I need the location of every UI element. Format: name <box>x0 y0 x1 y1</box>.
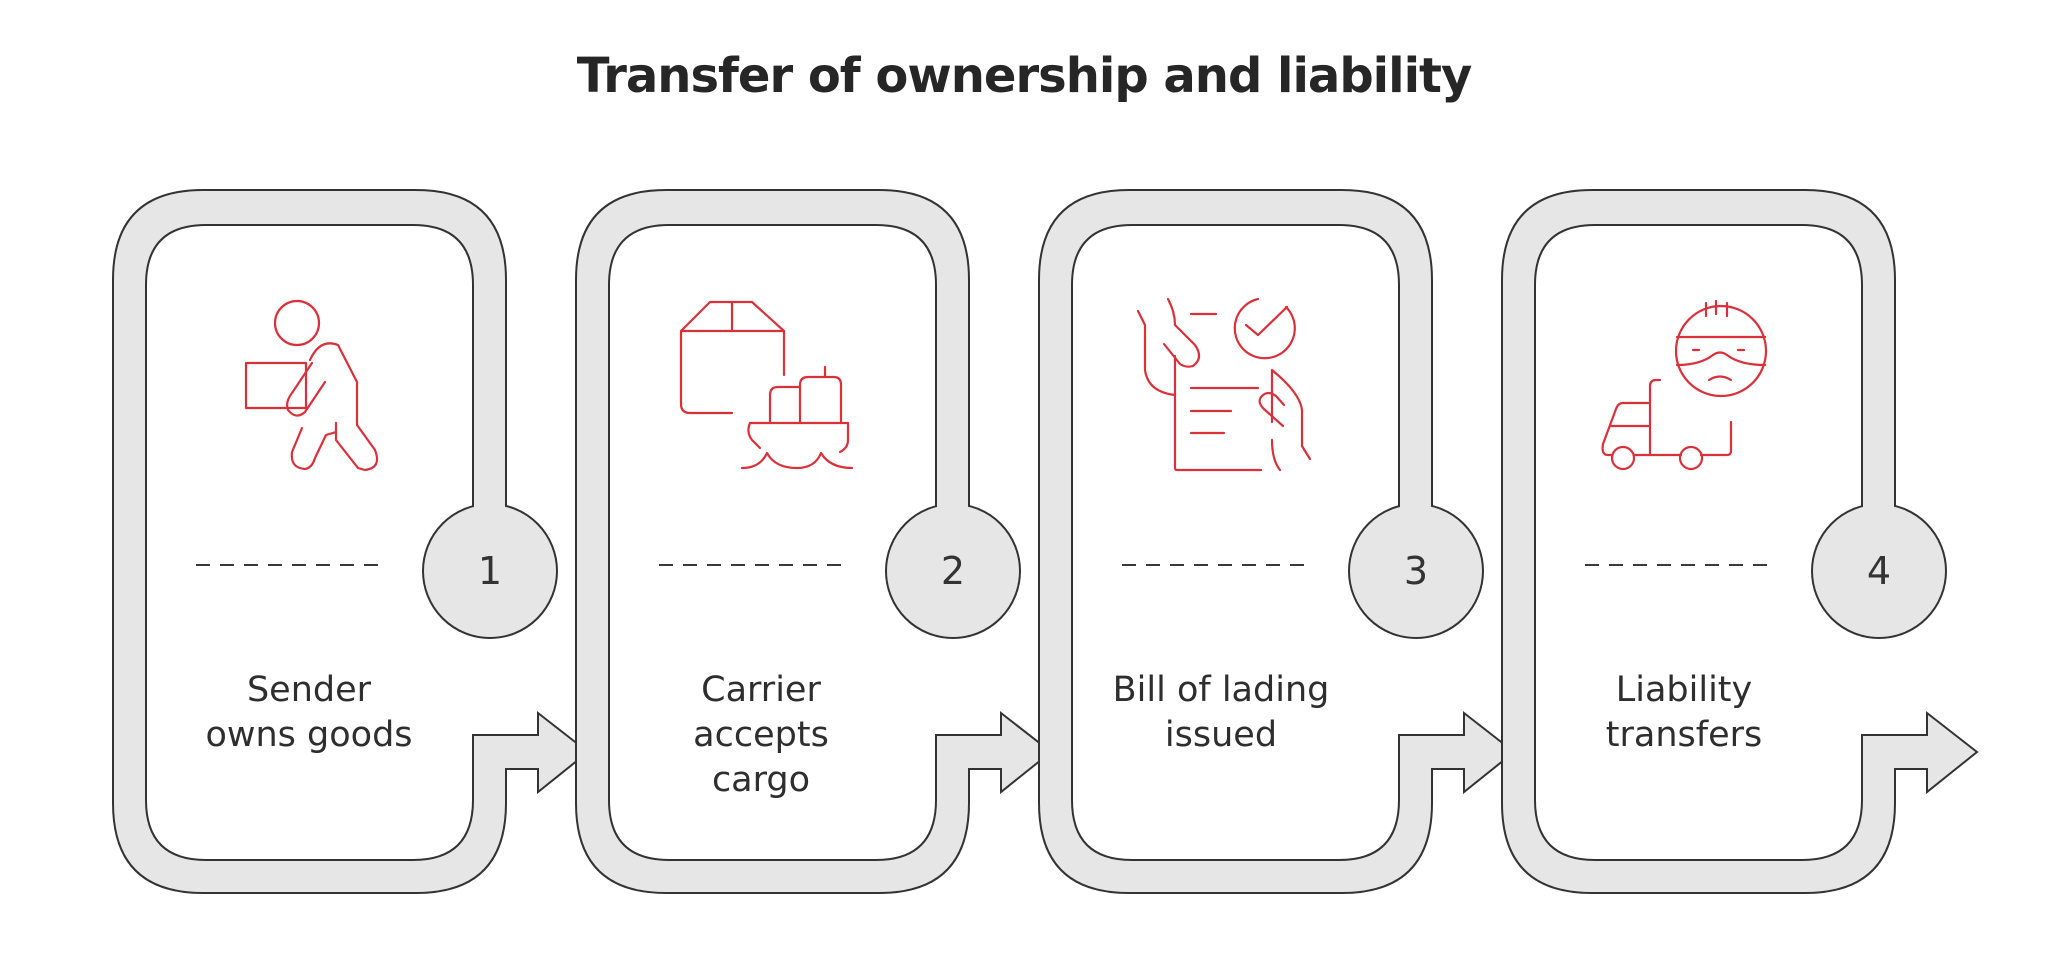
step-label-1-line-1: Sender <box>246 670 372 710</box>
step-label-3: Bill of lading issued <box>1061 668 1381 758</box>
step-number-4: 4 <box>1867 549 1891 593</box>
document-in-hands-with-check-icon <box>1136 297 1312 472</box>
step-label-1: Sender owns goods <box>149 668 469 758</box>
step-label-2: Carrier accepts cargo <box>601 668 921 803</box>
step-label-4-line-1: Liability <box>1615 670 1753 710</box>
step-card-4: 4 <box>1501 189 1978 894</box>
person-carrying-box-icon <box>244 299 379 472</box>
step-number-2: 2 <box>941 549 965 593</box>
step-card-3: 3 <box>1038 189 1515 894</box>
step-label-4-line-2: transfers <box>1605 715 1763 755</box>
step-card-2: 2 <box>575 189 1052 894</box>
box-and-ship-icon <box>679 300 854 470</box>
step-label-2-line-2: accepts <box>693 715 829 755</box>
step-label-1-line-2: owns goods <box>205 715 413 755</box>
step-label-2-line-1: Carrier <box>701 670 821 710</box>
diagram-title: Transfer of ownership and liability <box>576 48 1473 104</box>
step-label-4: Liability transfers <box>1524 668 1844 758</box>
step-label-3-line-1: Bill of lading <box>1112 670 1330 710</box>
step-label-3-line-2: issued <box>1164 715 1278 755</box>
step-card-1: 1 <box>112 189 589 894</box>
step-number-1: 1 <box>478 549 502 593</box>
delivery-truck-with-courier-icon <box>1601 299 1768 471</box>
step-number-3: 3 <box>1404 549 1428 593</box>
step-label-2-line-3: cargo <box>711 760 811 800</box>
